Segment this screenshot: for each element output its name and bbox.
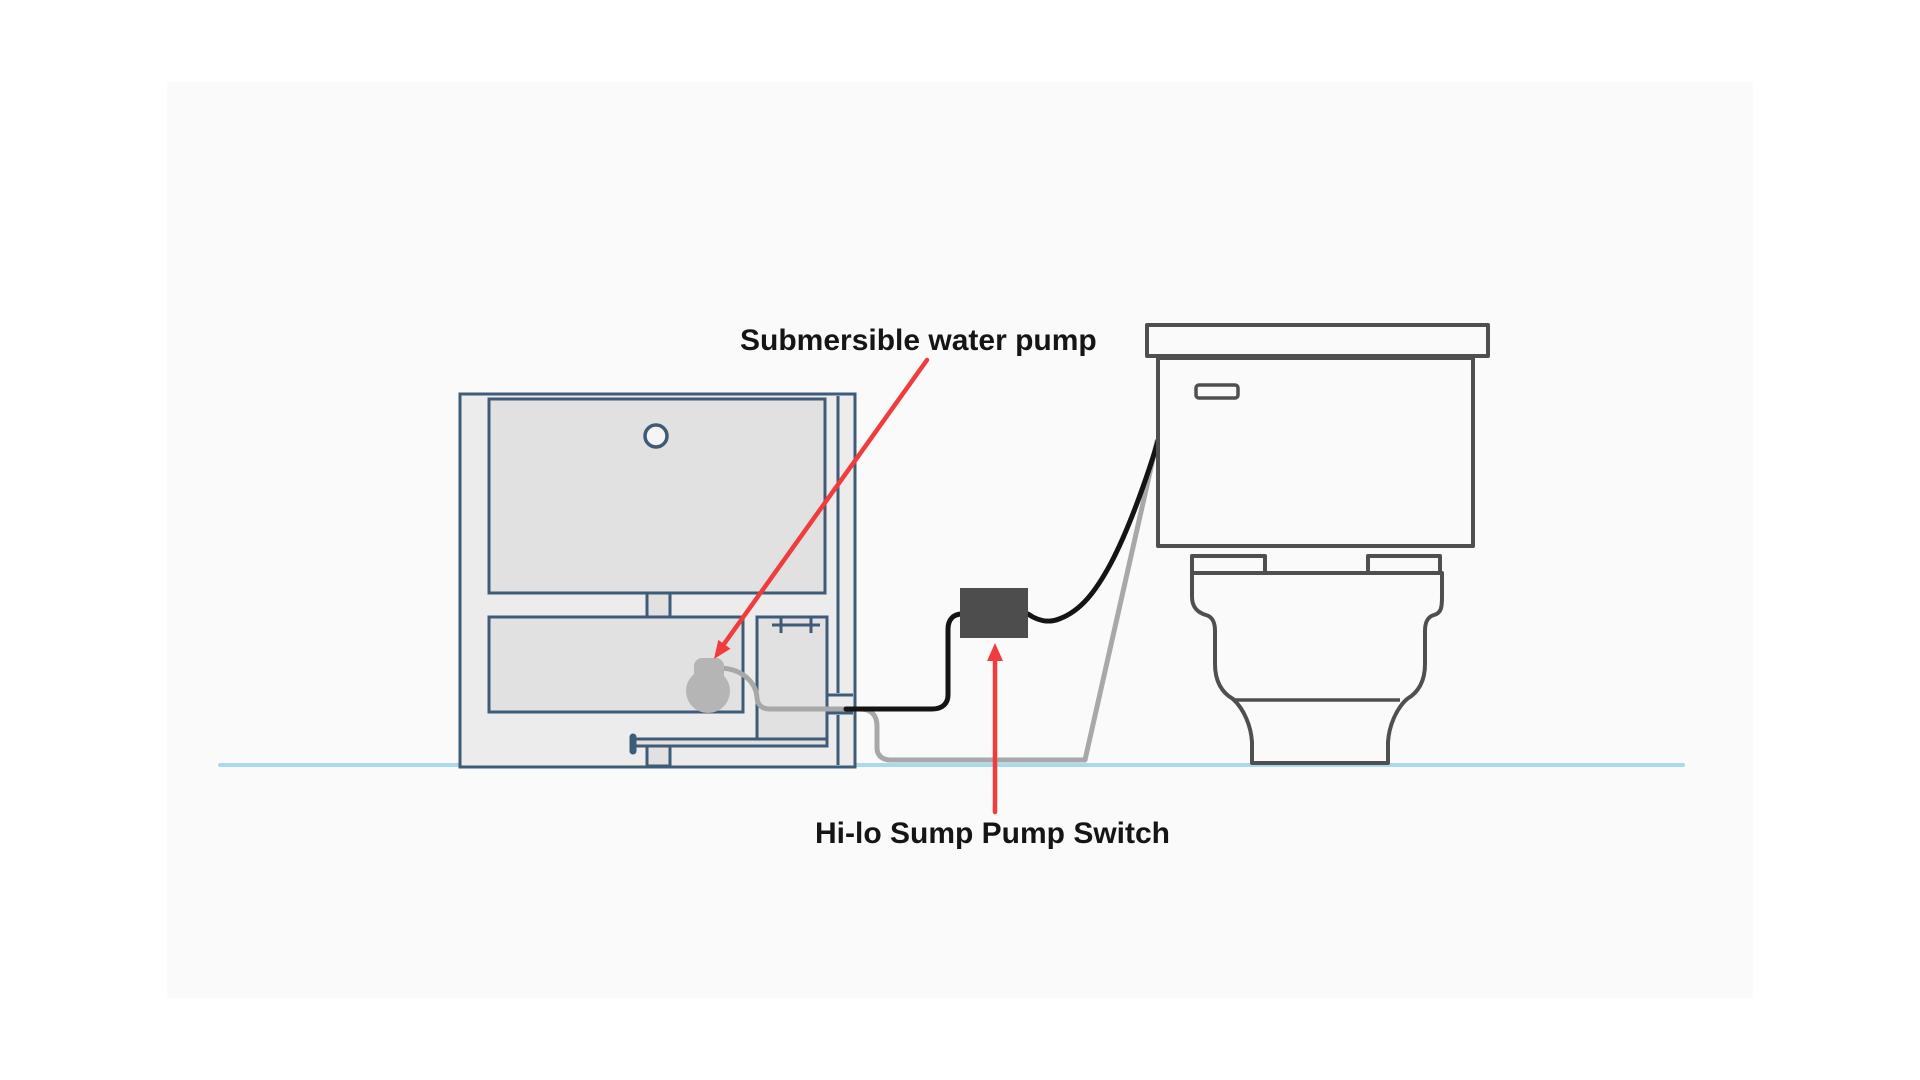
switch-label: Hi-lo Sump Pump Switch (815, 817, 1171, 850)
sump-tank (458, 392, 857, 769)
switch-output-cable (1025, 438, 1161, 624)
toilet (1145, 323, 1490, 765)
arrowhead (714, 639, 731, 659)
drain-stub (645, 744, 672, 768)
pump-body (686, 669, 730, 713)
hi-lo-sump-pump-switch (960, 588, 1028, 638)
pump-label-arrow (714, 357, 930, 659)
pump-power-cable (843, 611, 965, 712)
pump-chamber (755, 615, 829, 747)
toilet-tank (1156, 356, 1475, 548)
vent-hole (643, 423, 669, 449)
bolt-cap-right (1366, 554, 1442, 575)
switch-label-arrow (987, 643, 1003, 815)
toilet-tank-lid (1145, 323, 1490, 358)
flush-handle (1194, 383, 1240, 400)
bolt-cap-left (1190, 554, 1267, 575)
pump-label: Submersible water pump (740, 324, 1097, 357)
compartment-connector (645, 591, 672, 620)
arrowhead (987, 643, 1003, 661)
diagram-panel (167, 82, 1753, 998)
submersible-water-pump (686, 658, 730, 713)
toilet-bowl (1190, 571, 1444, 765)
